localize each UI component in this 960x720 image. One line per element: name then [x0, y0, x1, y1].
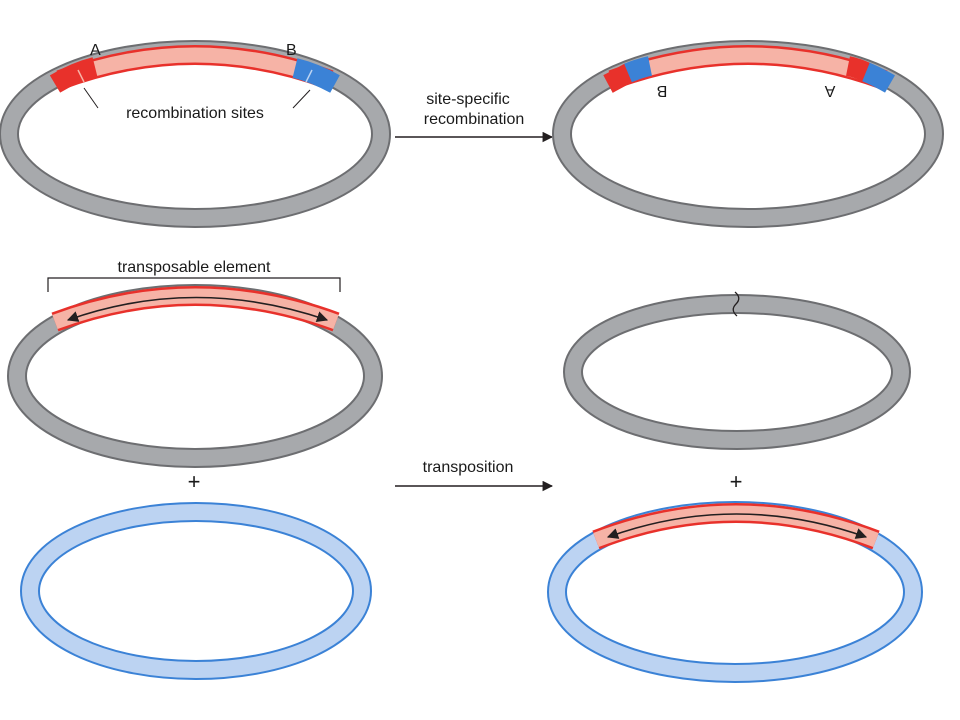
leader-line-b	[292, 89, 311, 109]
junction-right-red	[845, 56, 873, 83]
leader-line-a	[83, 87, 99, 109]
site-a-divider	[77, 69, 85, 83]
donor-plasmid-after-excision	[563, 291, 911, 450]
site-b-divider	[305, 69, 313, 83]
transposable-element-bracket	[47, 277, 341, 292]
label-recombination-sites: recombination sites	[126, 105, 264, 122]
recombination-site-a	[49, 57, 98, 93]
plus-sign-left: +	[188, 469, 201, 494]
recipient-plasmid-with-transposon	[547, 501, 923, 683]
label-inverted-a: A	[824, 82, 835, 99]
inserted-transposon-double-arrow	[606, 513, 868, 539]
label-transposable-element: transposable element	[118, 259, 272, 276]
recombination-site-b	[292, 58, 340, 93]
plasmid-after-recombination	[552, 40, 944, 228]
plasmid-before-recombination	[0, 40, 391, 228]
label-transposition: transposition	[423, 459, 514, 476]
transposon-fill	[52, 288, 339, 330]
label-inverted-b: B	[657, 82, 668, 99]
junction-left-blue	[624, 56, 653, 83]
recipient-ring	[22, 504, 370, 678]
transposon-double-arrow	[66, 296, 329, 323]
junction-right-blue	[862, 62, 895, 93]
donor-plasmid	[7, 284, 383, 468]
recipient-plasmid	[20, 502, 372, 680]
label-site-a: A	[90, 42, 101, 59]
label-site-b: B	[286, 42, 297, 59]
plus-sign-right: +	[730, 469, 743, 494]
excision-break-mark	[732, 291, 740, 317]
label-site-specific: site-specific	[426, 91, 510, 108]
junction-left-red	[603, 63, 635, 93]
excised-donor-ring	[565, 296, 909, 448]
label-recombination: recombination	[424, 111, 525, 128]
